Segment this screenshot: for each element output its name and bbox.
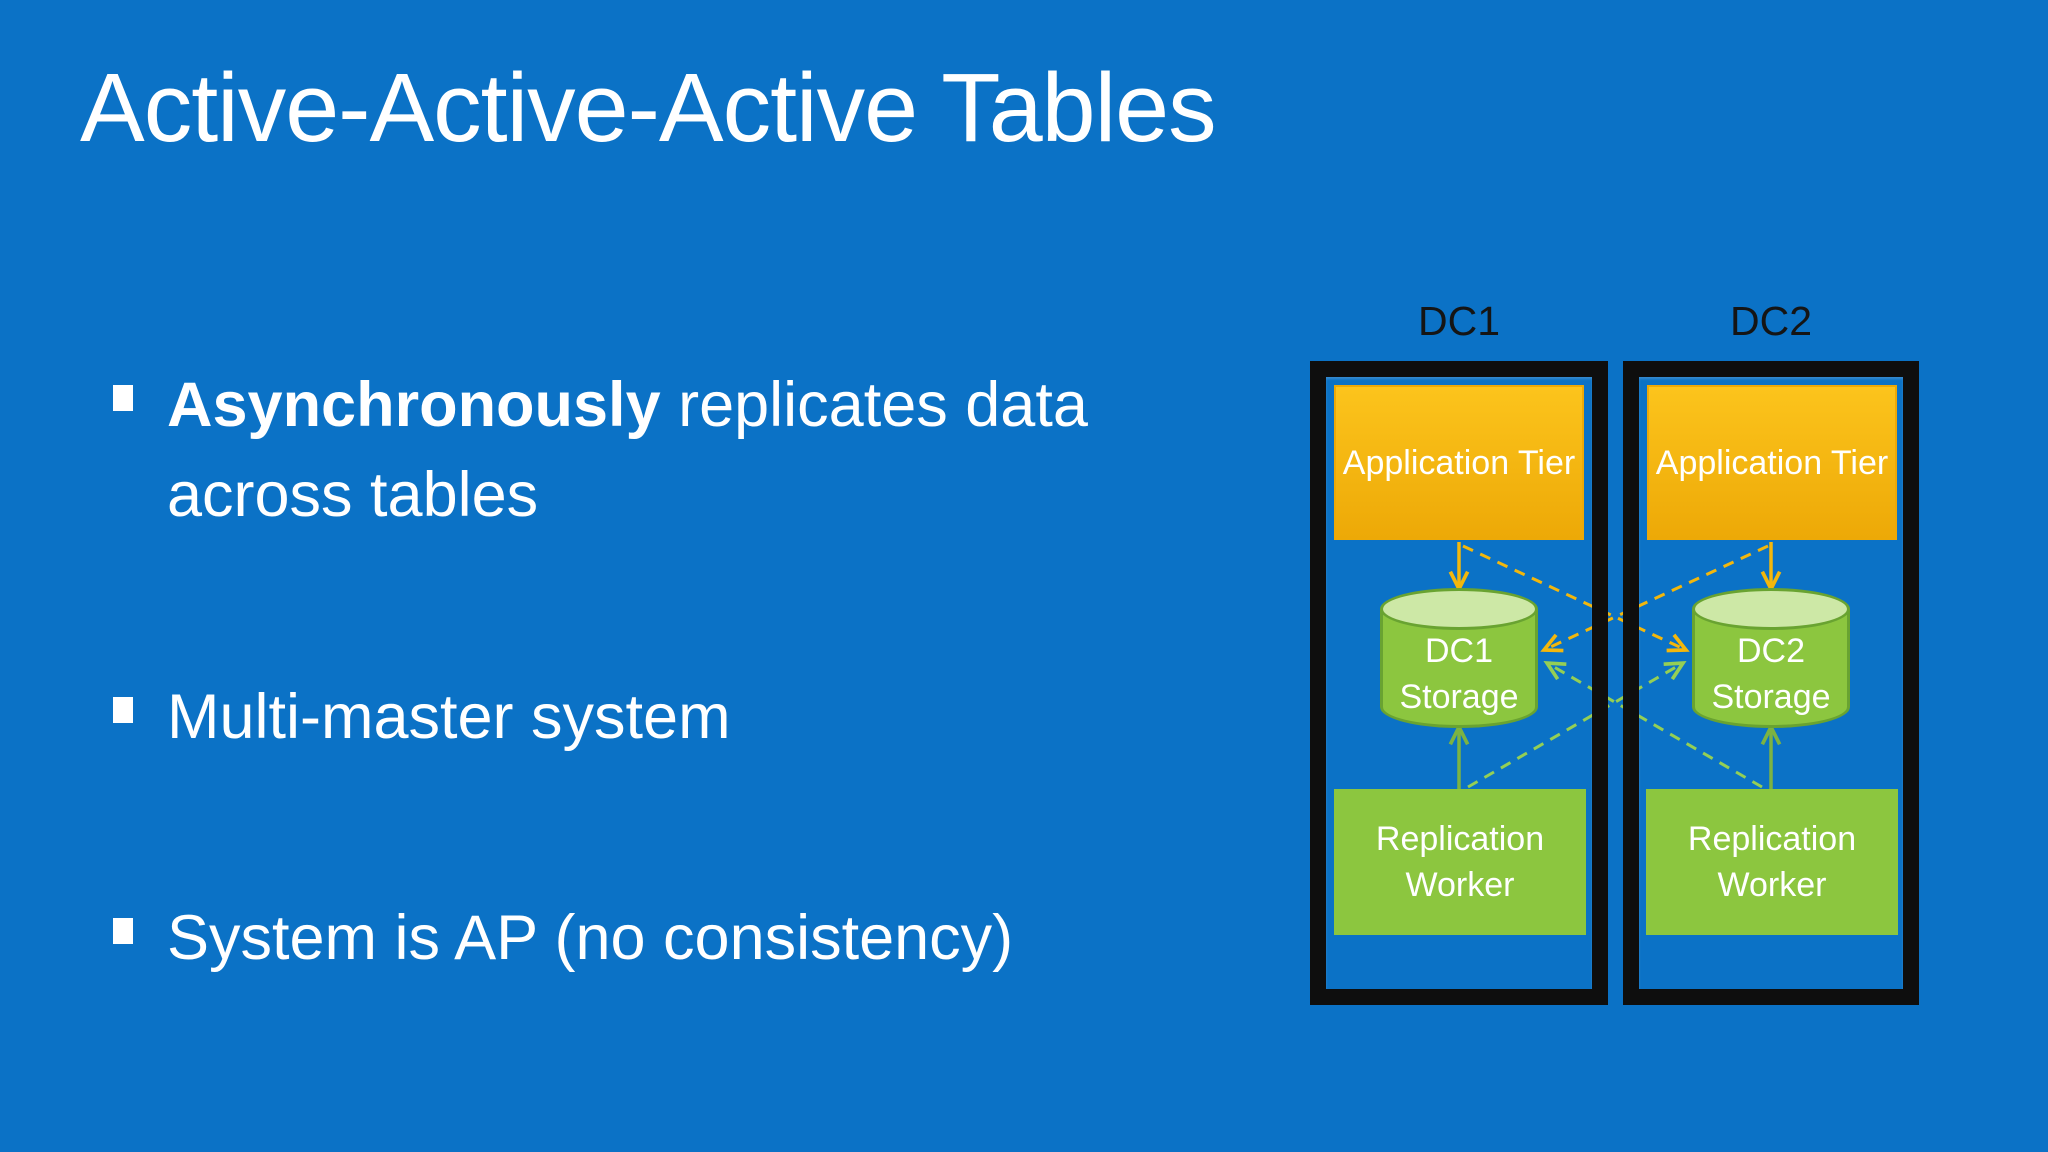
bullet-rest: replicates data xyxy=(660,370,1088,440)
bullet-item: Asynchronously replicates data across ta… xyxy=(113,360,1088,540)
bullet-rest: Multi-master system xyxy=(167,682,731,752)
dc1-label: DC1 xyxy=(1417,298,1501,344)
bullet-square-icon xyxy=(113,918,133,944)
dc1-frame xyxy=(1310,361,1608,1005)
bullet-text: Asynchronously replicates data across ta… xyxy=(167,360,1088,540)
bullet-rest: System is AP (no consistency) xyxy=(167,903,1014,973)
bullet-item: Multi-master system xyxy=(113,672,731,762)
bullet-text: Multi-master system xyxy=(167,672,731,762)
dc2-replication-worker-box: Replication Worker xyxy=(1646,789,1898,935)
dc2-application-tier-box: Application Tier xyxy=(1647,385,1897,540)
bullet-square-icon xyxy=(113,697,133,723)
bullet-item: System is AP (no consistency) xyxy=(113,893,1013,983)
bullet-line2: across tables xyxy=(167,460,539,530)
page-title: Active-Active-Active Tables xyxy=(80,53,1217,162)
bullet-text: System is AP (no consistency) xyxy=(167,893,1013,983)
dc2-frame xyxy=(1623,361,1919,1005)
bullet-emphasis: Asynchronously xyxy=(167,370,661,440)
dc1-replication-worker-box: Replication Worker xyxy=(1334,789,1586,935)
bullet-square-icon xyxy=(113,385,133,411)
dc1-application-tier-box: Application Tier xyxy=(1334,385,1584,540)
dc2-label: DC2 xyxy=(1729,298,1813,344)
